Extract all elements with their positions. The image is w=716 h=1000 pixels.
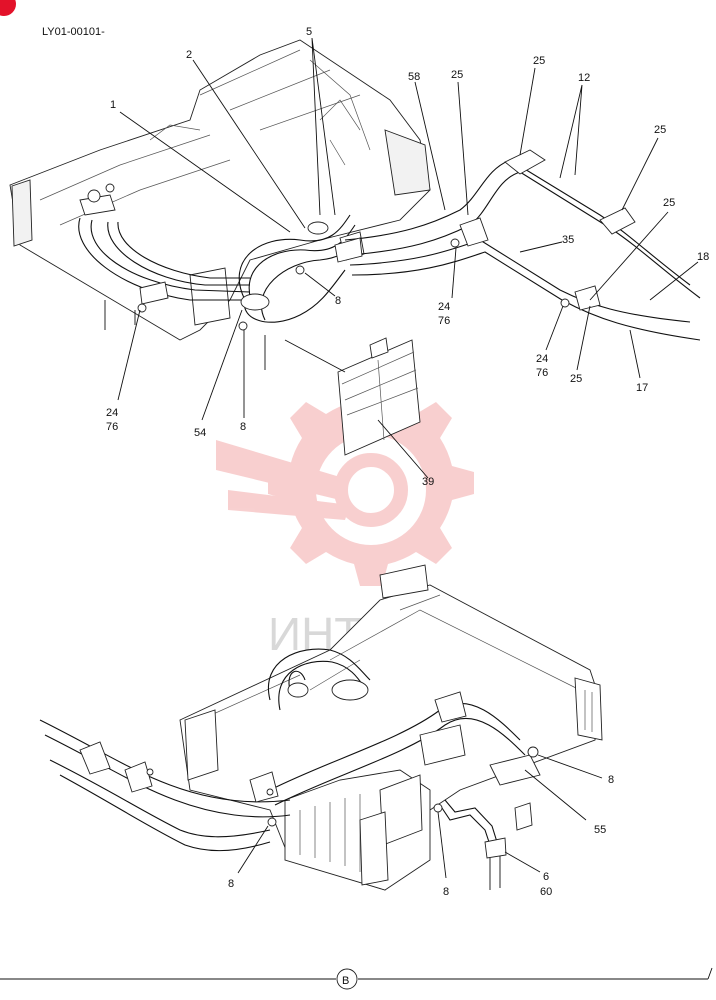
callout-1: 1 [110,99,116,111]
callout-58: 58 [408,71,420,83]
callout-25-b: 25 [533,55,545,67]
callout-55: 55 [594,824,606,836]
callout-25-c: 25 [654,124,666,136]
callout-76-b: 76 [536,367,548,379]
document-code: LY01-00101- [42,26,105,38]
watermark-gear-icon [216,380,474,586]
callout-18: 18 [697,251,709,263]
callout-35: 35 [562,234,574,246]
callout-76-a: 76 [438,315,450,327]
leader-lines-bottom [237,754,603,879]
top-assembly [9,39,701,456]
callout-25-d: 25 [663,197,675,209]
callout-5: 5 [306,26,312,38]
callout-54: 54 [194,427,206,439]
callout-24-b: 24 [536,353,548,365]
callout-17: 17 [636,382,648,394]
leader-lines-top [117,37,699,479]
callout-12: 12 [578,72,590,84]
callout-8-e: 8 [443,886,449,898]
callout-6: 6 [543,871,549,883]
callout-8-b: 8 [240,421,246,433]
callout-76-c: 76 [106,421,118,433]
view-marker: B [0,967,713,990]
callout-39: 39 [422,476,434,488]
callout-25-e: 25 [570,373,582,385]
corner-marker-icon [0,0,16,16]
callout-60: 60 [540,886,552,898]
callout-8-c: 8 [608,774,614,786]
callout-24-c: 24 [106,407,118,419]
callouts-bottom: 8 55 8 8 6 60 [228,774,614,898]
callout-24-a: 24 [438,301,450,313]
callout-8-a: 8 [335,295,341,307]
callout-25-a: 25 [451,69,463,81]
callouts-top: 1 2 5 58 25 25 12 25 25 35 18 8 24 76 24… [106,26,709,488]
bottom-assembly [39,564,603,891]
callout-2: 2 [186,49,192,61]
view-marker-label: B [342,975,349,987]
callout-8-d: 8 [228,878,234,890]
